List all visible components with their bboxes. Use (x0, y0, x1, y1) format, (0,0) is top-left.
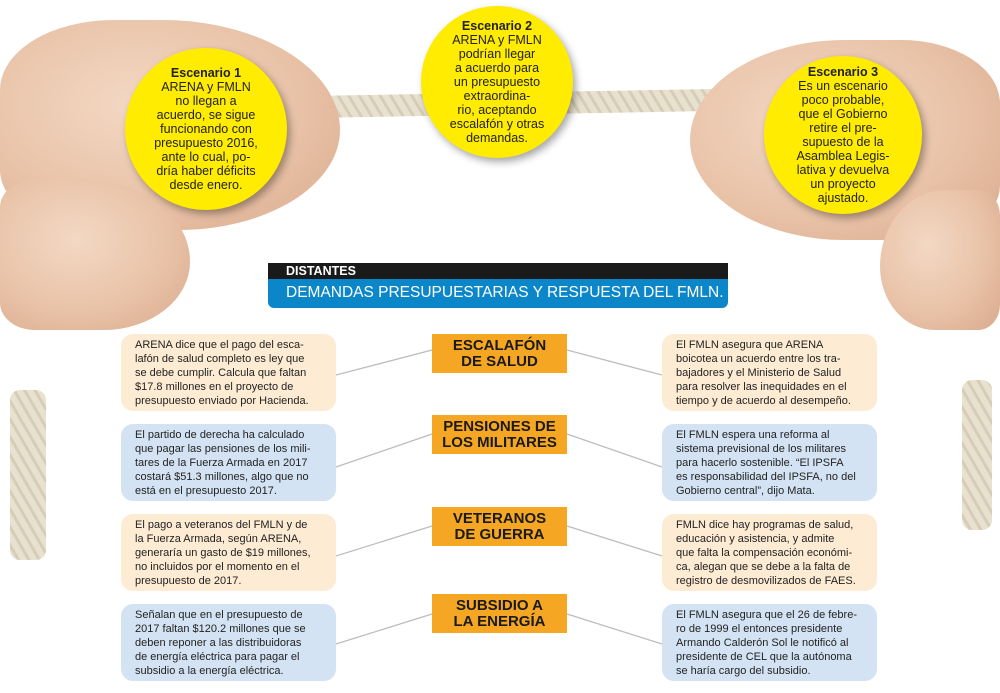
topic-label: VETERANOS DE GUERRA (432, 507, 567, 546)
connector-line (335, 349, 433, 376)
topic-label: SUBSIDIO A LA ENERGÍA (432, 594, 567, 633)
topic-label: PENSIONES DE LOS MILITARES (432, 415, 567, 454)
connector-line (566, 349, 663, 376)
connector-line (335, 433, 433, 468)
connector-line (335, 525, 433, 557)
connector-line (566, 613, 663, 645)
arena-claim-box: El partido de derecha ha calculado que p… (121, 424, 336, 501)
scenario-text: Es un escenario poco probable, que el Go… (796, 79, 890, 205)
scenario-title: Escenario 2 (461, 19, 533, 33)
header-kicker: DISTANTES (268, 263, 728, 279)
scenario-bubble-2: Escenario 2 ARENA y FMLN podrían llegar … (421, 6, 573, 158)
scenario-title: Escenario 3 (807, 65, 879, 79)
fmln-response-box: El FMLN espera una reforma al sistema pr… (662, 424, 877, 501)
fmln-response-box: El FMLN asegura que ARENA boicotea un ac… (662, 334, 877, 411)
connector-line (566, 433, 663, 468)
header-title: DEMANDAS PRESUPUESTARIAS Y RESPUESTA DEL… (268, 279, 728, 308)
section-header: DISTANTES DEMANDAS PRESUPUESTARIAS Y RES… (268, 263, 728, 308)
rope-end-right (962, 380, 992, 530)
connector-line (335, 613, 433, 645)
fmln-response-box: FMLN dice hay programas de salud, educac… (662, 514, 877, 591)
connector-line (566, 525, 663, 557)
topic-label: ESCALAFÓN DE SALUD (432, 334, 567, 373)
right-arm (880, 190, 1000, 330)
scenario-text: ARENA y FMLN no llegan a acuerdo, se sig… (154, 80, 258, 192)
scenario-title: Escenario 1 (170, 66, 242, 80)
scenario-bubble-3: Escenario 3 Es un escenario poco probabl… (764, 56, 922, 214)
left-arm (0, 180, 190, 330)
fmln-response-box: El FMLN asegura que el 26 de febre- ro d… (662, 604, 877, 681)
rope-end-left (10, 390, 46, 560)
arena-claim-box: El pago a veteranos del FMLN y de la Fue… (121, 514, 336, 591)
arena-claim-box: ARENA dice que el pago del esca- lafón d… (121, 334, 336, 411)
scenario-bubble-1: Escenario 1 ARENA y FMLN no llegan a acu… (125, 48, 287, 210)
arena-claim-box: Señalan que en el presupuesto de 2017 fa… (121, 604, 336, 681)
scenario-text: ARENA y FMLN podrían llegar a acuerdo pa… (449, 33, 545, 145)
